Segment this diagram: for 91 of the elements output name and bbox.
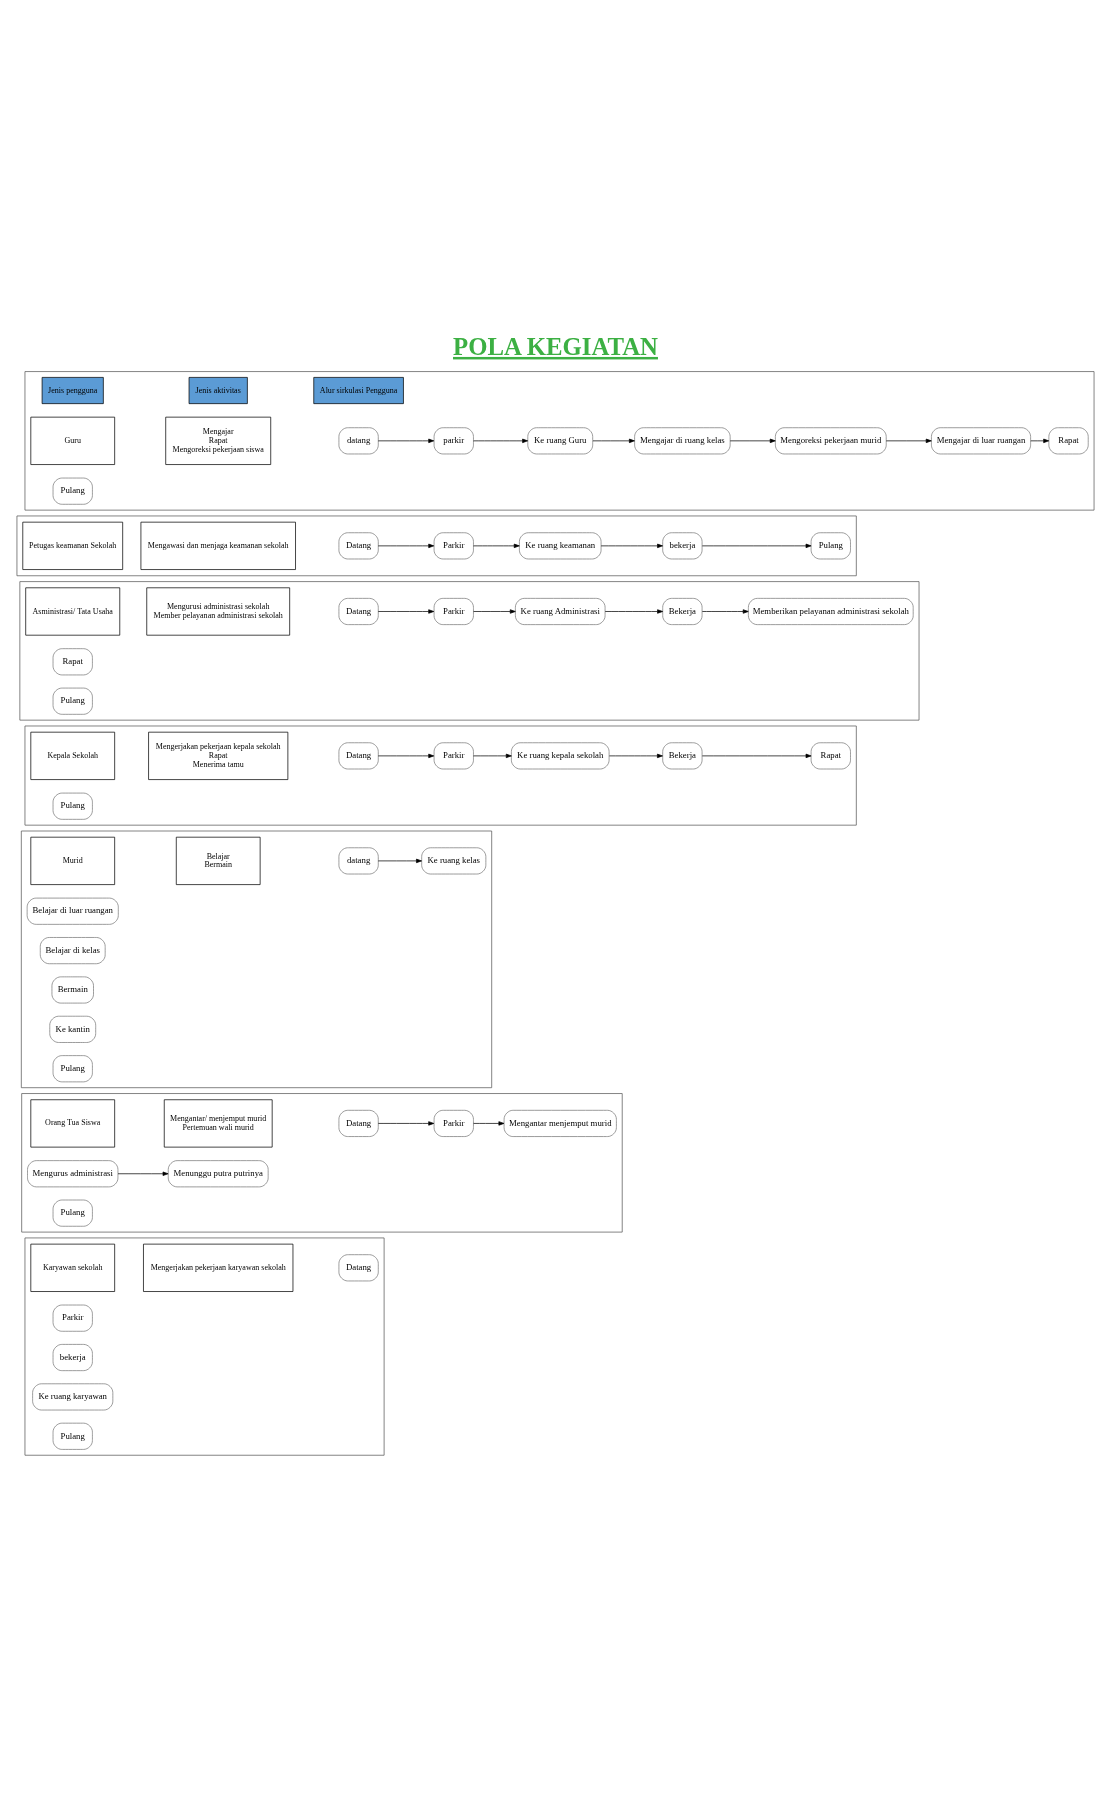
arrow	[377, 858, 422, 864]
node-box: Pulang	[52, 1422, 93, 1450]
node-box: Bekerja	[662, 742, 703, 770]
arrow	[473, 543, 520, 548]
node-box: Mengajar Rapat Mengoreksi pekerjaan siswa	[165, 416, 272, 465]
cluster	[24, 725, 857, 826]
node-box: Menunggu putra putrinya	[167, 1160, 269, 1188]
node-box: Rapat	[52, 648, 93, 676]
node-box: Mengurusi administrasi sekolah Member pelayanan administrasi sekolah	[146, 587, 291, 636]
node-box: Parkir	[433, 742, 474, 770]
arrow	[377, 438, 435, 443]
cluster	[24, 1237, 385, 1456]
node-box: parkir	[433, 427, 474, 455]
arrow	[377, 1121, 435, 1126]
node-box: Mengantar menjemput murid	[503, 1109, 617, 1137]
node-box: Karyawan sekolah	[30, 1243, 116, 1292]
node-box: Bermain	[51, 976, 94, 1004]
arrow	[885, 438, 932, 443]
node-box: Parkir	[433, 598, 474, 625]
node-box: Ke ruang Guru	[527, 427, 594, 455]
node-box: Orang Tua Siswa	[30, 1099, 116, 1148]
node-box: Parkir	[52, 1304, 93, 1332]
node-box: Datang	[338, 598, 379, 625]
node-box: Datang	[338, 532, 379, 560]
node-box: Asministrasi/ Tata Usaha	[25, 587, 121, 636]
node-box: Ke ruang kepala sekolah	[511, 742, 610, 770]
arrow	[729, 438, 776, 443]
arrow	[609, 753, 663, 759]
cluster	[24, 371, 1095, 511]
cluster	[19, 581, 920, 721]
node-box: Datang	[338, 742, 379, 770]
arrow	[377, 753, 435, 759]
arrow	[600, 543, 663, 548]
node-box: Guru	[30, 416, 116, 465]
node-box: Pulang	[52, 477, 93, 505]
node-box: Ke kantin	[49, 1015, 97, 1043]
node-box: Petugas keamanan Sekolah	[22, 521, 124, 570]
node-box: Mengajar di ruang kelas	[634, 427, 731, 455]
node-box: Ke ruang Administrasi	[515, 598, 606, 625]
node-box: Murid	[30, 836, 116, 885]
node-box: datang	[338, 847, 379, 875]
cluster	[21, 1093, 623, 1233]
node-box: Mengerjakan pekerjaan karyawan sekolah	[143, 1243, 294, 1292]
node-box: Parkir	[433, 1109, 474, 1137]
arrow	[701, 609, 749, 614]
node-box: Datang	[338, 1109, 379, 1137]
node-box: datang	[338, 427, 379, 455]
node-box: Bekerja	[662, 598, 703, 625]
node-box: Jenis pengguna	[41, 377, 104, 405]
node-box: Ke ruang kelas	[421, 847, 487, 875]
arrow	[701, 543, 812, 548]
arrow	[473, 438, 529, 443]
node-box: bekerja	[662, 532, 703, 560]
arrow	[377, 543, 435, 548]
arrow	[473, 753, 512, 759]
node-box: Mengerjakan pekerjaan kepala sekolah Rapat Menerima tamu	[148, 731, 289, 780]
node-box: Datang	[338, 1254, 379, 1282]
node-box: Pulang	[52, 687, 93, 715]
node-box: Rapat	[1048, 427, 1089, 455]
arrow	[377, 609, 435, 614]
node-box: Belajar Bermain	[175, 836, 261, 885]
arrow	[592, 438, 635, 443]
node-box: Mengurus administrasi	[27, 1160, 119, 1188]
arrow	[1030, 438, 1050, 443]
arrow	[701, 753, 812, 759]
arrow	[604, 609, 663, 614]
arrow	[117, 1171, 169, 1176]
node-box: Memberikan pelayanan administrasi sekolah	[748, 598, 914, 625]
node-box: Mengawasi dan menjaga keamanan sekolah	[140, 521, 296, 570]
diagram-title: POLA KEGIATAN	[453, 332, 658, 360]
node-box: Kepala Sekolah	[30, 731, 116, 780]
node-box: Mengoreksi pekerjaan murid	[775, 427, 887, 455]
node-box: Belajar di kelas	[39, 937, 106, 965]
arrow	[473, 609, 516, 614]
node-box: Jenis aktivitas	[188, 377, 248, 405]
node-box: Pulang	[52, 1055, 93, 1083]
cluster	[20, 830, 493, 1089]
node-box: Parkir	[433, 532, 474, 560]
node-box: Rapat	[810, 742, 851, 770]
node-box: Mengantar/ menjemput murid Pertemuan wali murid	[163, 1099, 273, 1148]
node-box: Mengajar di luar ruangan	[931, 427, 1031, 455]
node-box: Belajar di luar ruangan	[26, 897, 119, 925]
cluster	[16, 515, 857, 577]
arrow	[473, 1121, 505, 1126]
node-box: Alur sirkulasi Pengguna	[313, 377, 404, 405]
node-box: Pulang	[52, 792, 93, 820]
node-box: Ke ruang karyawan	[32, 1383, 114, 1411]
node-box: Pulang	[810, 532, 851, 560]
node-box: Pulang	[52, 1199, 93, 1227]
node-box: Ke ruang keamanan	[519, 532, 602, 560]
node-box: bekerja	[52, 1344, 93, 1371]
